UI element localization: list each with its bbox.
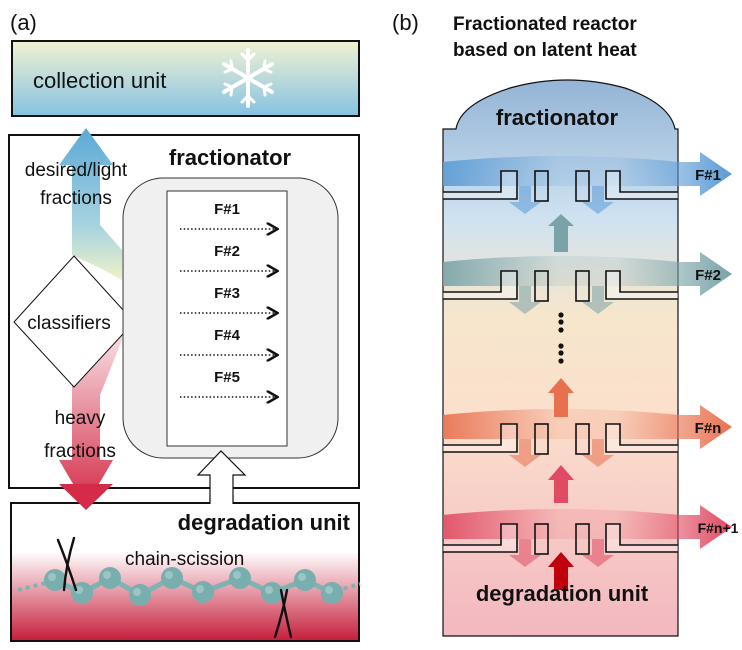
- light-fractions-label-line1: desired/light: [25, 160, 128, 181]
- panel-b-label: (b): [392, 10, 419, 35]
- chain-bead: [321, 582, 343, 604]
- chain-bead-highlight: [196, 585, 204, 593]
- chain-bead: [192, 581, 214, 603]
- chain-bead: [44, 569, 66, 591]
- tray-right: [605, 170, 678, 200]
- vapor-up-arrow-1: [548, 214, 574, 252]
- chain-bead: [261, 582, 283, 604]
- outlet-label: F#n+1: [698, 520, 739, 536]
- ellipsis-dots: [558, 312, 564, 364]
- chain-bead-highlight: [103, 571, 111, 579]
- panel-b-title-line1: Fractionated reactor: [453, 14, 637, 35]
- degradation-unit-label-a: degradation unit: [178, 510, 351, 535]
- tray-baffle-left: [534, 170, 549, 202]
- tray-left: [443, 170, 518, 200]
- condensate-down-arrow: [509, 539, 541, 567]
- chain-bead-highlight: [133, 588, 141, 596]
- outlet-label: F#n: [695, 420, 722, 437]
- light-fractions-arrow: [59, 128, 122, 280]
- tray-baffle-right: [575, 170, 590, 202]
- fractionator-title: fractionator: [169, 145, 292, 170]
- condensate-down-arrow: [582, 286, 614, 314]
- tray-baffle-left: [534, 423, 549, 455]
- chain-bead-highlight: [75, 586, 83, 594]
- reactor-stage: F#n: [443, 405, 732, 467]
- condensate-down-arrow: [582, 186, 614, 214]
- condensate-down-arrow: [582, 539, 614, 567]
- reactor-vessel: [442, 79, 679, 637]
- reactor-stages: F#1F#2F#nF#n+1: [443, 152, 739, 567]
- reactor-stage: F#2: [443, 252, 732, 314]
- reactor-degradation-label: degradation unit: [476, 581, 649, 606]
- chain-bead: [99, 567, 121, 589]
- reactor-stage: F#1: [443, 152, 732, 214]
- light-fractions-label-line2: fractions: [40, 188, 112, 209]
- snowflake-icon: [222, 48, 274, 108]
- fraction-label: F#5: [214, 369, 240, 386]
- collection-unit-label: collection unit: [33, 68, 166, 93]
- reactor-fractionator-label: fractionator: [496, 105, 619, 130]
- chain-bead: [129, 584, 151, 606]
- vapor-up-arrow-2: [548, 378, 574, 417]
- tray-right: [605, 270, 678, 300]
- outlet-flow-band: [443, 505, 732, 549]
- vapor-up-arrow-3: [548, 465, 574, 503]
- tray-baffle-left: [534, 270, 549, 302]
- chain-bead-highlight: [298, 573, 306, 581]
- chain-bead: [161, 567, 183, 589]
- heavy-fractions-label-line1: heavy: [55, 408, 106, 429]
- tray-baffle-right: [575, 523, 590, 555]
- heavy-fractions-label-line2: fractions: [44, 441, 116, 462]
- tray-baffle-left: [534, 523, 549, 555]
- chain-bead-highlight: [265, 586, 273, 594]
- degradation-unit-a: degradation unit chain-scission: [10, 484, 361, 642]
- panel-b-title-line2: based on latent heat: [453, 40, 637, 61]
- condensate-down-arrow: [509, 286, 541, 314]
- scissors-icon: [273, 588, 293, 639]
- outlet-flow-band: [443, 405, 732, 449]
- fraction-label: F#4: [214, 327, 241, 344]
- chain-bead: [229, 567, 251, 589]
- chain-bead-highlight: [233, 571, 241, 579]
- condensate-down-arrow: [582, 439, 614, 467]
- tray-left: [443, 523, 518, 553]
- classifiers-label: classifiers: [27, 313, 110, 334]
- fraction-rows: F#1F#2F#3F#4F#5: [180, 201, 276, 397]
- tray-right: [605, 423, 678, 453]
- tray-baffle-right: [575, 423, 590, 455]
- chain-scission-label: chain-scission: [125, 549, 244, 570]
- condensate-down-arrow: [509, 439, 541, 467]
- condensate-down-arrow: [509, 186, 541, 214]
- fraction-label: F#1: [214, 201, 240, 218]
- tray-baffle-right: [575, 270, 590, 302]
- fraction-label: F#3: [214, 285, 240, 302]
- vapor-up-arrow-4: [548, 552, 574, 590]
- collection-unit: collection unit: [11, 40, 360, 117]
- outlet-flow-band: [443, 152, 732, 196]
- chain-bead-highlight: [325, 586, 333, 594]
- outlet-flow-band: [443, 252, 732, 296]
- polymer-chain: [17, 567, 361, 606]
- reactor-stage: F#n+1: [443, 505, 739, 567]
- outlet-label: F#1: [695, 167, 721, 184]
- chain-bead-highlight: [48, 573, 56, 581]
- classifiers-diamond: [13, 255, 135, 388]
- scissors-icon: [56, 536, 78, 592]
- tray-left: [443, 423, 518, 453]
- fraction-label: F#2: [214, 243, 240, 260]
- outlet-label: F#2: [695, 267, 721, 284]
- tray-left: [443, 270, 518, 300]
- tray-right: [605, 523, 678, 553]
- chain-bead: [294, 569, 316, 591]
- panel-a-label: (a): [10, 10, 37, 35]
- chain-bead-highlight: [165, 571, 173, 579]
